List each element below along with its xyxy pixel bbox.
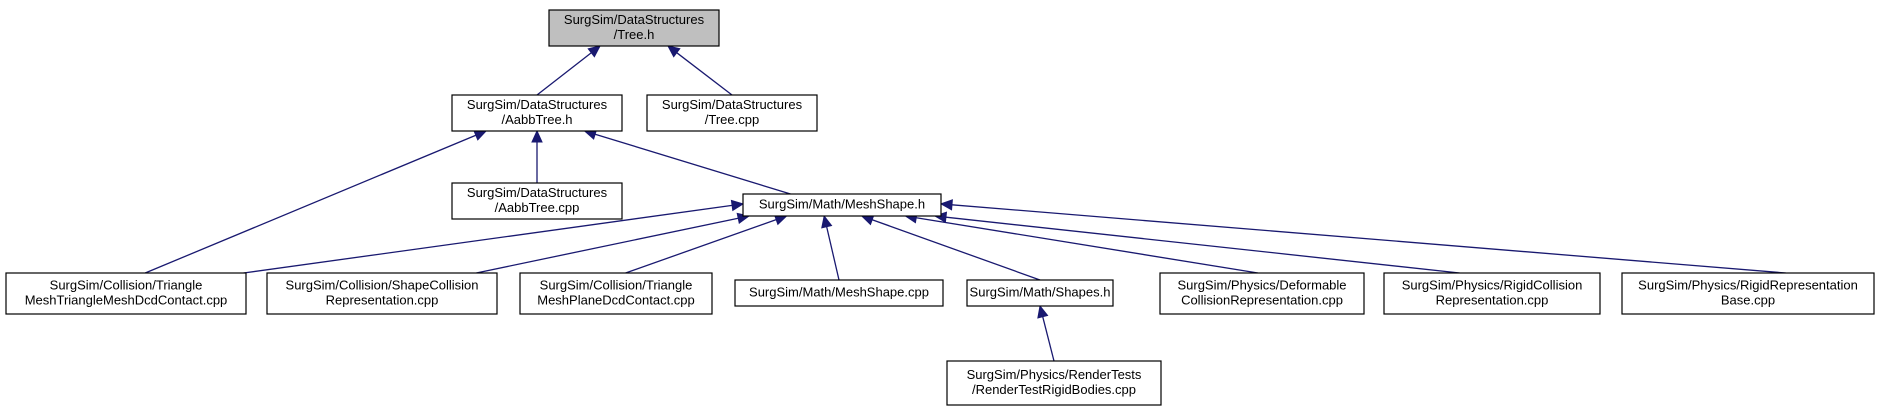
edge-aabbtree_h-to-tree_h [536,45,601,96]
node-label: /Tree.h [614,27,655,42]
edge-aabbtree_cpp-to-aabbtree_h [531,129,543,183]
edge-arrowhead [821,214,833,229]
edge-arrowhead [1037,304,1049,319]
node-rigidcollision[interactable]: SurgSim/Physics/RigidCollisionRepresenta… [1383,272,1601,315]
edge-meshshape_cpp-to-meshshape_h [821,214,840,281]
node-box [266,272,498,315]
node-label: SurgSim/Collision/ShapeCollision [286,278,479,293]
edge-line [676,52,733,96]
node-label: SurgSim/Physics/RigidRepresentation [1638,278,1858,293]
node-label: SurgSim/Physics/RenderTests [967,367,1142,382]
edge-trimesh_trimesh-to-aabbtree_h [144,130,488,274]
node-label: SurgSim/Physics/Deformable [1177,278,1346,293]
edge-rigidcollision-to-meshshape_h [933,211,1460,274]
node-tree_cpp[interactable]: SurgSim/DataStructures/Tree.cpp [646,94,818,132]
node-shapes_h[interactable]: SurgSim/Math/Shapes.h [966,279,1114,307]
node-box [646,94,818,132]
node-rigidrep[interactable]: SurgSim/Physics/RigidRepresentationBase.… [1621,272,1875,315]
edge-arrowhead [473,130,488,141]
edge-line [476,217,739,274]
node-label: MeshPlaneDcdContact.cpp [537,293,695,308]
edge-line [945,216,1460,274]
edge-line [625,219,777,274]
node-label: SurgSim/Math/Shapes.h [970,285,1111,300]
node-label: SurgSim/Math/MeshShape.h [759,197,925,212]
node-box [1383,272,1601,315]
edge-line [594,133,791,195]
node-label: /AabbTree.h [501,112,572,127]
node-box [742,193,942,217]
node-box [5,272,247,315]
node-label: /RenderTestRigidBodies.cpp [972,382,1136,397]
node-label: SurgSim/Math/MeshShape.cpp [749,285,929,300]
node-box [1621,272,1875,315]
node-deformable[interactable]: SurgSim/Physics/DeformableCollisionRepre… [1159,272,1365,315]
node-label: /AabbTree.cpp [495,200,580,215]
node-label: SurgSim/Collision/Triangle [540,278,693,293]
node-trimesh_plane[interactable]: SurgSim/Collision/TriangleMeshPlaneDcdCo… [519,272,713,315]
node-label: MeshTriangleMeshDcdContact.cpp [25,293,228,308]
edge-line [951,204,1786,274]
node-label: SurgSim/DataStructures [662,97,803,112]
edge-rendertest-to-shapes_h [1037,304,1055,362]
edge-line [1042,316,1055,362]
edge-deformable-to-meshshape_h [904,212,1259,274]
node-trimesh_trimesh[interactable]: SurgSim/Collision/TriangleMeshTriangleMe… [5,272,247,315]
edge-arrowhead [939,199,953,211]
node-box [734,279,944,307]
node-tree_h[interactable]: SurgSim/DataStructures/Tree.h [548,9,720,47]
edge-trimesh_trimesh-to-meshshape_h [243,199,745,274]
node-label: SurgSim/DataStructures [564,12,705,27]
edge-line [916,217,1259,274]
node-meshshape_cpp[interactable]: SurgSim/Math/MeshShape.cpp [734,279,944,307]
node-aabbtree_cpp[interactable]: SurgSim/DataStructures/AabbTree.cpp [451,182,623,220]
edge-arrowhead [667,45,681,58]
node-box [1159,272,1365,315]
edge-tree_cpp-to-tree_h [667,45,733,96]
node-label: SurgSim/Collision/Triangle [50,278,203,293]
edge-arrowhead [531,129,543,143]
node-box [966,279,1114,307]
edges-layer [144,45,1786,362]
edge-line [536,52,592,96]
node-label: /Tree.cpp [705,112,759,127]
node-box [946,360,1162,406]
node-label: Representation.cpp [1436,293,1549,308]
node-box [548,9,720,47]
node-box [451,94,623,132]
node-label: SurgSim/DataStructures [467,185,608,200]
node-label: CollisionRepresentation.cpp [1181,293,1343,308]
edge-line [243,204,733,274]
edge-meshshape_h-to-aabbtree_h [583,128,791,195]
node-label: Representation.cpp [326,293,439,308]
edge-line [144,134,477,274]
nodes-layer: SurgSim/DataStructures/Tree.hSurgSim/Dat… [5,9,1875,406]
edge-arrowhead [730,199,745,212]
edge-rigidrep-to-meshshape_h [939,199,1786,274]
node-meshshape_h[interactable]: SurgSim/Math/MeshShape.h [742,193,942,217]
node-box [519,272,713,315]
node-box [451,182,623,220]
node-shapecollision[interactable]: SurgSim/Collision/ShapeCollisionRepresen… [266,272,498,315]
edge-line [826,226,840,281]
node-label: SurgSim/DataStructures [467,97,608,112]
edge-line [871,219,1041,281]
node-label: Base.cpp [1721,293,1775,308]
node-rendertest[interactable]: SurgSim/Physics/RenderTests/RenderTestRi… [946,360,1162,406]
node-label: SurgSim/Physics/RigidCollision [1402,278,1583,293]
edge-arrowhead [587,45,601,58]
edge-trimesh_plane-to-meshshape_h [625,214,788,274]
node-aabbtree_h[interactable]: SurgSim/DataStructures/AabbTree.h [451,94,623,132]
